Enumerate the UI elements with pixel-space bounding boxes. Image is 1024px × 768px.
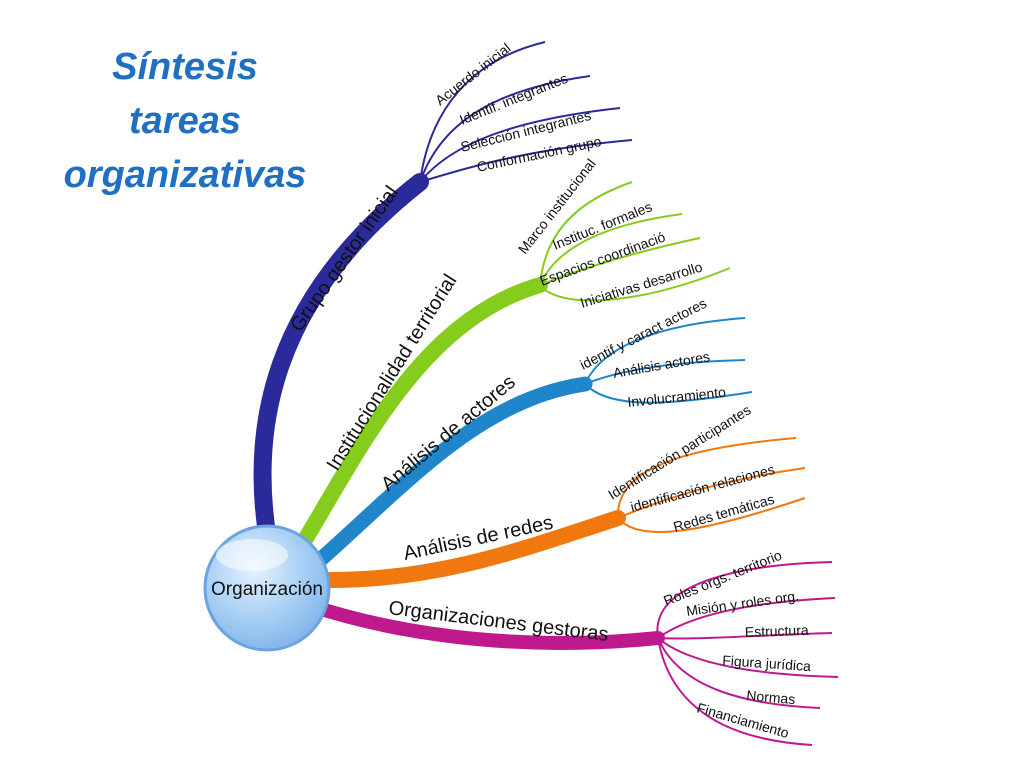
leaf-4-5-label: Financiamiento: [695, 700, 791, 742]
leaf-0-2-line: [419, 107, 621, 183]
central-label: Organización: [211, 579, 323, 600]
branch-3-stem: [322, 510, 626, 588]
leaf-4-4-label: Normas: [746, 687, 796, 707]
leaf-3-0-line: [616, 437, 797, 519]
leaf-2-1-label: Análisis actores: [612, 348, 711, 381]
leaf-0-3-line: [419, 139, 633, 183]
central-node: Organización: [203, 524, 331, 652]
branch-4-stem: [311, 601, 665, 650]
leaf-0-1-line: [419, 75, 591, 183]
branch-3-leaves: Identificación participantes identificac…: [605, 402, 806, 535]
central-bubble-shine: [216, 539, 288, 571]
leaf-4-4-line: [657, 637, 821, 709]
branch-2-leaves: identif y caract actores Análisis actore…: [577, 295, 753, 410]
leaf-1-1-line: [539, 213, 683, 286]
leaf-4-3-label: Figura jurídica: [722, 652, 812, 674]
leaf-0-0-line: [419, 41, 546, 183]
leaf-4-3-line: [657, 637, 839, 678]
branch-0-stem-tip: [377, 179, 423, 218]
title-line-2: tareas: [129, 100, 241, 142]
branch-0-leaves: Acuerdo inicial Identif. integrantes Sel…: [419, 40, 633, 183]
branch-4-leaves: Roles orgs. territorio Misión y roles or…: [656, 547, 839, 746]
leaf-2-1-line: [584, 359, 746, 385]
leaf-4-2-line: [657, 632, 833, 640]
leaf-3-2-line: [617, 497, 806, 533]
leaf-4-0-line: [656, 561, 833, 639]
leaf-2-0-line: [584, 317, 746, 385]
leaf-4-5-line: [657, 637, 813, 746]
leaf-2-2-label: Involucramiento: [627, 384, 727, 410]
leaf-3-1-line: [617, 467, 806, 519]
branch-0-label: Grupo gestor inicial: [286, 182, 403, 336]
leaf-4-2-label: Estructura: [745, 622, 810, 640]
leaf-1-2-line: [539, 237, 701, 286]
leaf-4-1-line: [657, 597, 836, 639]
branch-0-stem: [253, 173, 429, 549]
leaf-1-3-line: [539, 267, 731, 302]
branch-2-stem: [312, 376, 593, 568]
branch-1-stem: [292, 277, 548, 556]
leaf-2-2-line: [584, 383, 753, 404]
title-line-3: organizativas: [63, 154, 307, 196]
title-line-1: Síntesis: [112, 46, 258, 88]
leaf-1-0-line: [539, 181, 633, 286]
